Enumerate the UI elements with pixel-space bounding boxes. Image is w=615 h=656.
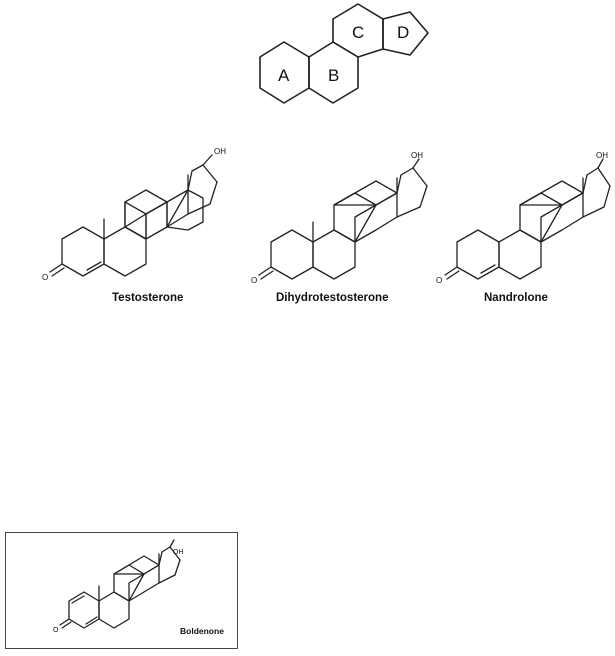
- nandrolone-oh-label: OH: [596, 151, 608, 160]
- testosterone-caption: Testosterone: [112, 292, 184, 304]
- ring-label-c: C: [352, 23, 364, 42]
- boldenone-bonds: [59, 539, 181, 629]
- ring-label-d: D: [397, 23, 409, 42]
- boldenone-oh-label: OH: [173, 549, 184, 556]
- nandrolone-o-label: O: [436, 276, 442, 285]
- boldenone-box: [5, 532, 238, 649]
- nandrolone-caption: Nandrolone: [484, 292, 548, 304]
- nandrolone-bonds: [444, 158, 611, 280]
- boldenone-o-label: O: [53, 627, 59, 634]
- dihydrotestosterone-oh-label: OH: [411, 151, 423, 160]
- testosterone-oh-label: OH: [214, 147, 226, 156]
- dihydrotestosterone-o-label: O: [251, 276, 257, 285]
- ring-label-b: B: [328, 66, 339, 85]
- dihydrotestosterone-caption: Dihydrotestosterone: [276, 292, 389, 304]
- dihydrotestosterone-bonds: [258, 158, 428, 280]
- ring-label-a: A: [278, 66, 290, 85]
- testosterone-bonds: [49, 154, 218, 277]
- boldenone-caption: Boldenone: [180, 626, 224, 636]
- ring-d: [382, 11, 429, 56]
- testosterone-o-label: O: [42, 273, 48, 282]
